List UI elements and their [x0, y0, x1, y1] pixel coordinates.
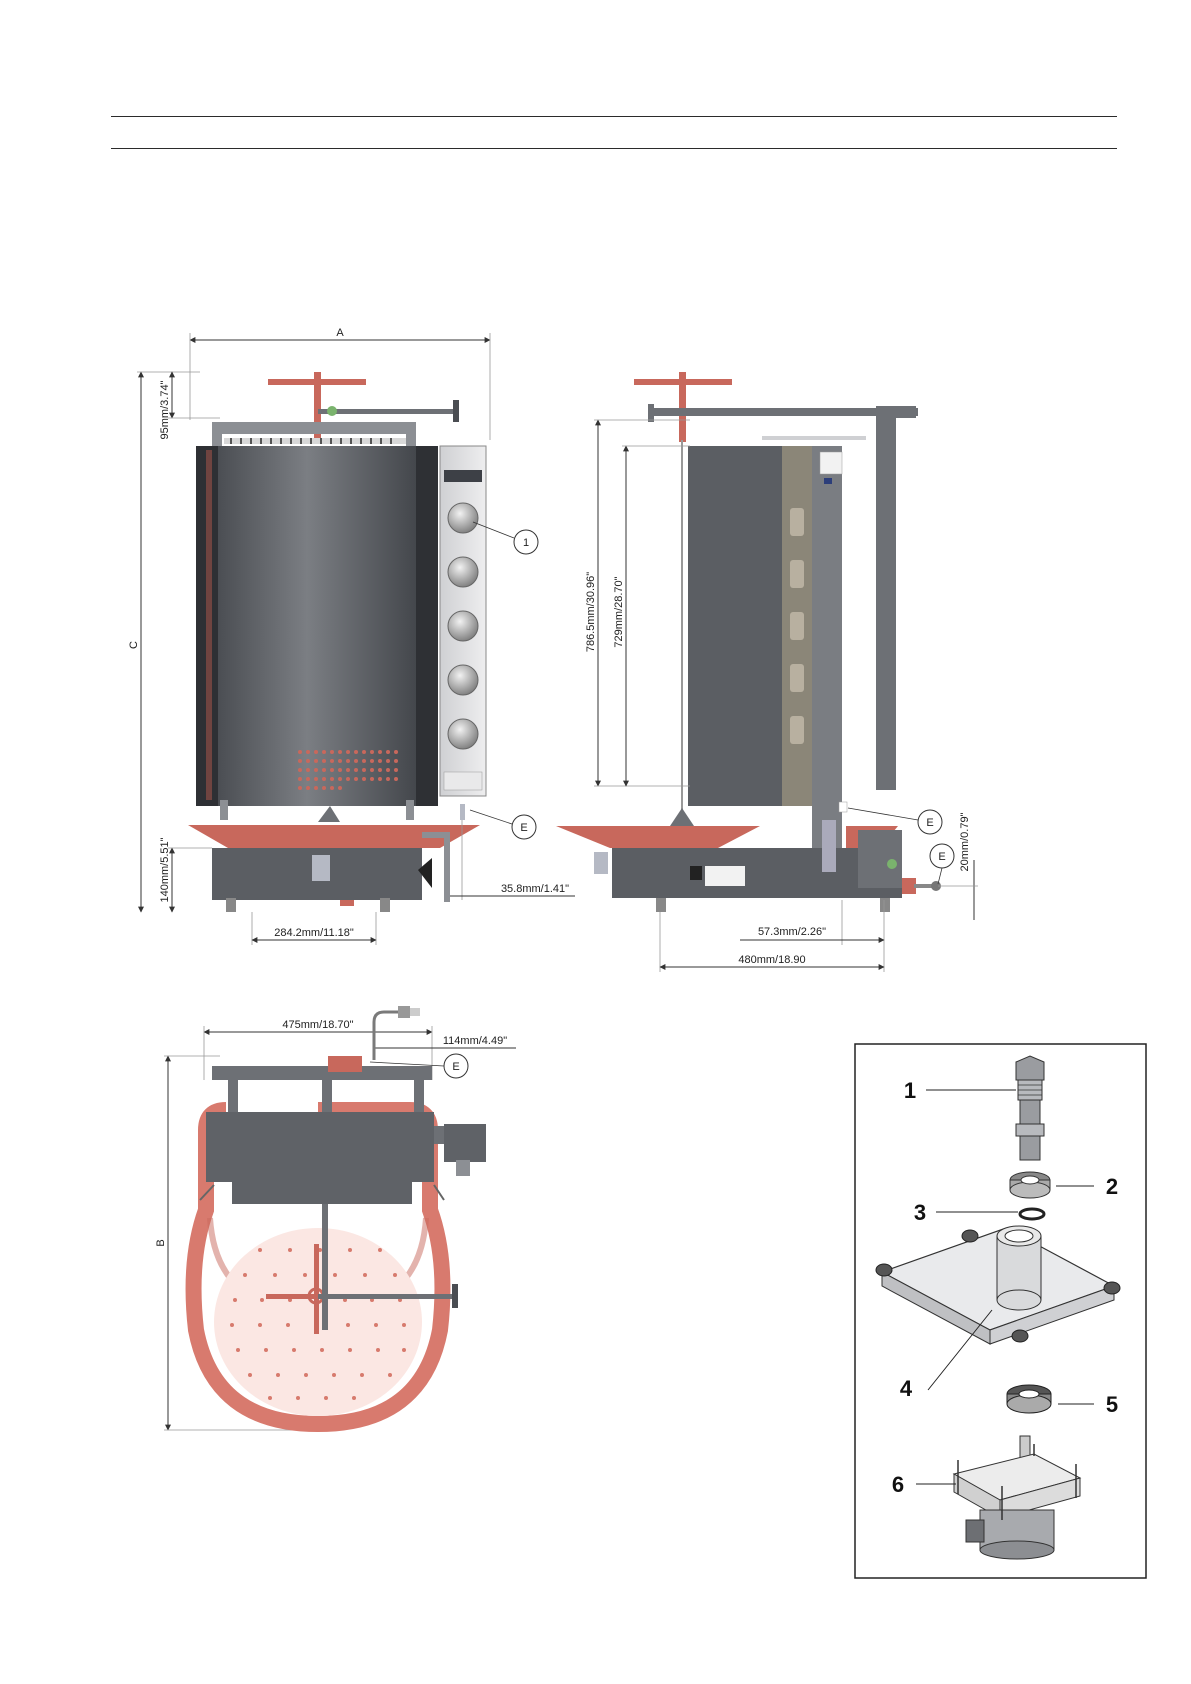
nozzle-part: [1016, 1056, 1044, 1160]
part-label-2: 2: [1106, 1174, 1118, 1199]
dim-base-w-label: 284.2mm/11.18": [274, 927, 354, 939]
dim-h1-label: 786.5mm/30.96": [585, 572, 597, 652]
dim-w2-label: 480mm/18.90: [738, 954, 805, 966]
callout-e-label: E: [520, 822, 527, 834]
callout-e-top-label: E: [452, 1061, 459, 1073]
top-view: 475mm/18.70" 114mm/4.49" B: [155, 1006, 516, 1430]
front-view: A C 95mm/3.74": [128, 327, 575, 945]
dim-h2-label: 729mm/28.70": [613, 576, 625, 647]
part-label-5: 5: [1106, 1392, 1118, 1417]
dim-gas-label: 20mm/0.79": [959, 812, 971, 871]
dim-w1-label: 57.3mm/2.26": [758, 926, 826, 938]
dim-base-h-label: 140mm/5.51": [159, 837, 171, 902]
dim-top-offset-label: 114mm/4.49": [443, 1035, 507, 1047]
callout-e2-label: E: [938, 851, 945, 863]
callout-e1-label: E: [926, 817, 933, 829]
part-label-3: 3: [914, 1200, 926, 1225]
part-label-4: 4: [900, 1376, 913, 1401]
exploded-view: 1 2 3 4 5 6: [855, 1044, 1146, 1578]
dim-b-label: B: [155, 1239, 167, 1246]
side-body: [688, 446, 784, 806]
dim-top-w-label: 475mm/18.70": [282, 1019, 353, 1031]
part-label-1: 1: [904, 1078, 916, 1103]
callout-1-label: 1: [523, 537, 529, 549]
dim-c-label: C: [128, 641, 140, 649]
top-housing: [206, 1112, 434, 1182]
dim-top-label: 95mm/3.74": [159, 380, 171, 439]
side-view: 786.5mm/30.96" 729mm/28.70" E E 20mm/0.7…: [556, 372, 978, 972]
part-label-6: 6: [892, 1472, 904, 1497]
dim-a-label: A: [336, 327, 344, 339]
dim-offset-label: 35.8mm/1.41": [501, 883, 569, 895]
